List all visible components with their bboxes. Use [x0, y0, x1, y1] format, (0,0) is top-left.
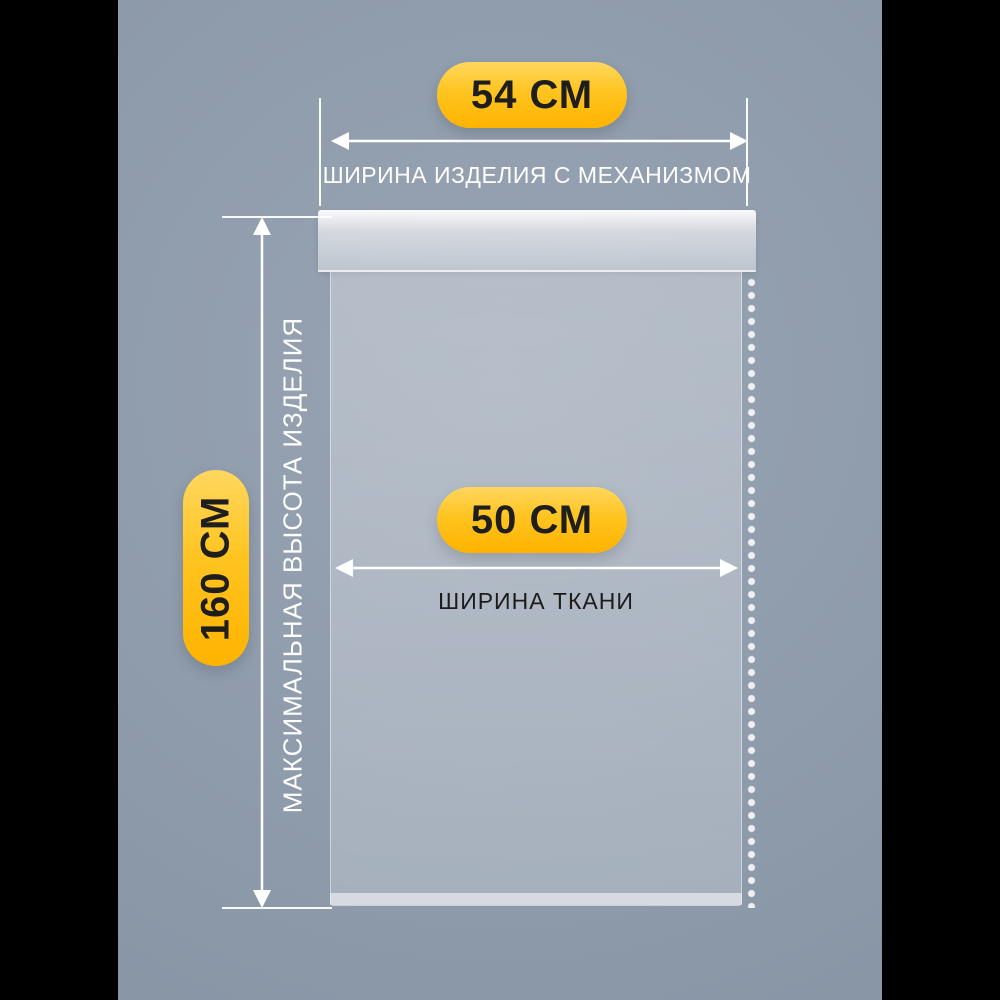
max-height-value: 160 СМ [193, 495, 238, 641]
width-with-mechanism-label: ШИРИНА ИЗДЕЛИЯ С МЕХАНИЗМОМ [322, 162, 752, 188]
width-with-mechanism-arrow [331, 132, 748, 150]
width-with-mechanism-badge: 54 СМ [437, 62, 627, 128]
max-height-arrow [253, 217, 271, 908]
max-height-label: МАКСИМАЛЬНАЯ ВЫСОТА ИЗДЕЛИЯ [277, 316, 308, 814]
fabric-panel [330, 272, 742, 905]
mechanism-cassette [318, 210, 756, 272]
weight-bar [330, 893, 742, 906]
fabric-width-arrow [335, 559, 738, 577]
width-with-mechanism-value: 54 СМ [470, 72, 594, 117]
left-black-bar [0, 0, 118, 1000]
fabric-width-value: 50 СМ [470, 497, 594, 542]
right-black-bar [882, 0, 1000, 1000]
extension-lines [222, 98, 748, 909]
bead-chain [746, 276, 757, 908]
max-height-badge: 160 СМ [183, 470, 249, 666]
fabric-width-badge: 50 СМ [437, 487, 627, 553]
fabric-width-label: ШИРИНА ТКАНИ [438, 588, 634, 614]
